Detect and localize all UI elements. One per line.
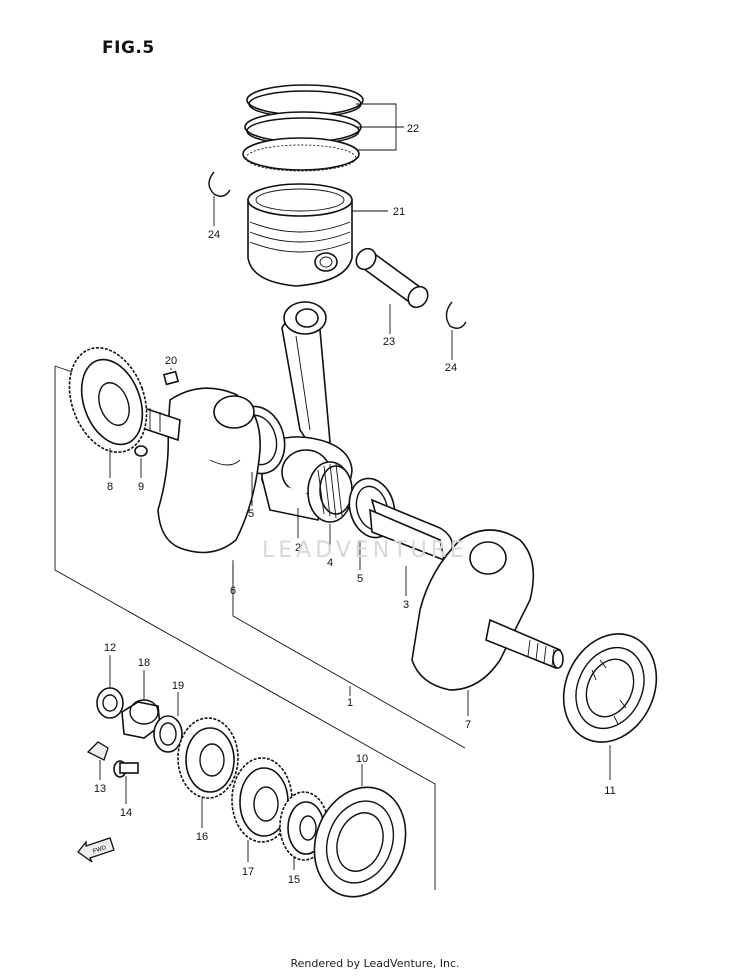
circlip-right bbox=[445, 301, 467, 329]
piston-pin bbox=[355, 247, 429, 309]
gear-16 bbox=[177, 717, 239, 799]
callout-14: 14 bbox=[120, 807, 132, 819]
bolt-14 bbox=[113, 760, 139, 778]
washer-19 bbox=[153, 715, 183, 753]
bearing-left bbox=[313, 786, 407, 898]
watermark: LEADVENTURE bbox=[262, 538, 468, 563]
forward-arrow-icon: FWD bbox=[77, 837, 115, 863]
circlip-left bbox=[208, 171, 231, 197]
callout-4: 4 bbox=[327, 557, 333, 569]
gear-17 bbox=[231, 757, 293, 843]
callout-5-right: 5 bbox=[357, 573, 363, 585]
callout-18: 18 bbox=[138, 657, 150, 669]
callout-7: 7 bbox=[465, 719, 471, 731]
fwd-label: FWD bbox=[92, 845, 107, 855]
callout-9: 9 bbox=[138, 481, 144, 493]
crank-web-right bbox=[411, 529, 564, 691]
callout-6: 6 bbox=[230, 585, 236, 597]
callout-24-lower: 24 bbox=[445, 362, 457, 374]
footer-credit: Rendered by LeadVenture, Inc. bbox=[290, 957, 460, 970]
callout-12: 12 bbox=[104, 642, 116, 654]
callout-17: 17 bbox=[242, 866, 254, 878]
callout-10: 10 bbox=[356, 753, 368, 765]
callout-8: 8 bbox=[107, 481, 113, 493]
callout-20: 20 bbox=[165, 355, 177, 367]
crank-gear bbox=[68, 346, 148, 454]
leader-lines bbox=[99, 103, 611, 870]
callout-5-left: 5 bbox=[248, 508, 254, 520]
callout-15: 15 bbox=[288, 874, 300, 886]
callout-3: 3 bbox=[403, 599, 409, 611]
key-20 bbox=[162, 370, 180, 386]
piston bbox=[247, 183, 353, 287]
callout-16: 16 bbox=[196, 831, 208, 843]
needle-bearing bbox=[307, 461, 353, 523]
washer-13 bbox=[86, 741, 109, 761]
callout-19: 19 bbox=[172, 680, 184, 692]
callout-labels: 22 21 24 23 24 20 8 9 5 2 4 5 3 6 1 7 11… bbox=[94, 123, 616, 886]
nut-12 bbox=[96, 687, 124, 719]
piston-rings bbox=[242, 84, 364, 172]
callout-21: 21 bbox=[393, 206, 405, 218]
callout-1: 1 bbox=[347, 697, 353, 709]
callout-2: 2 bbox=[295, 542, 301, 554]
callout-24-upper: 24 bbox=[208, 229, 220, 241]
figure-title: FIG.5 bbox=[102, 38, 155, 58]
callout-11: 11 bbox=[604, 785, 615, 797]
pin-9 bbox=[134, 445, 148, 457]
callout-13: 13 bbox=[94, 783, 106, 795]
callout-23: 23 bbox=[383, 336, 395, 348]
callout-22: 22 bbox=[407, 123, 419, 135]
bearing-right bbox=[562, 633, 658, 743]
